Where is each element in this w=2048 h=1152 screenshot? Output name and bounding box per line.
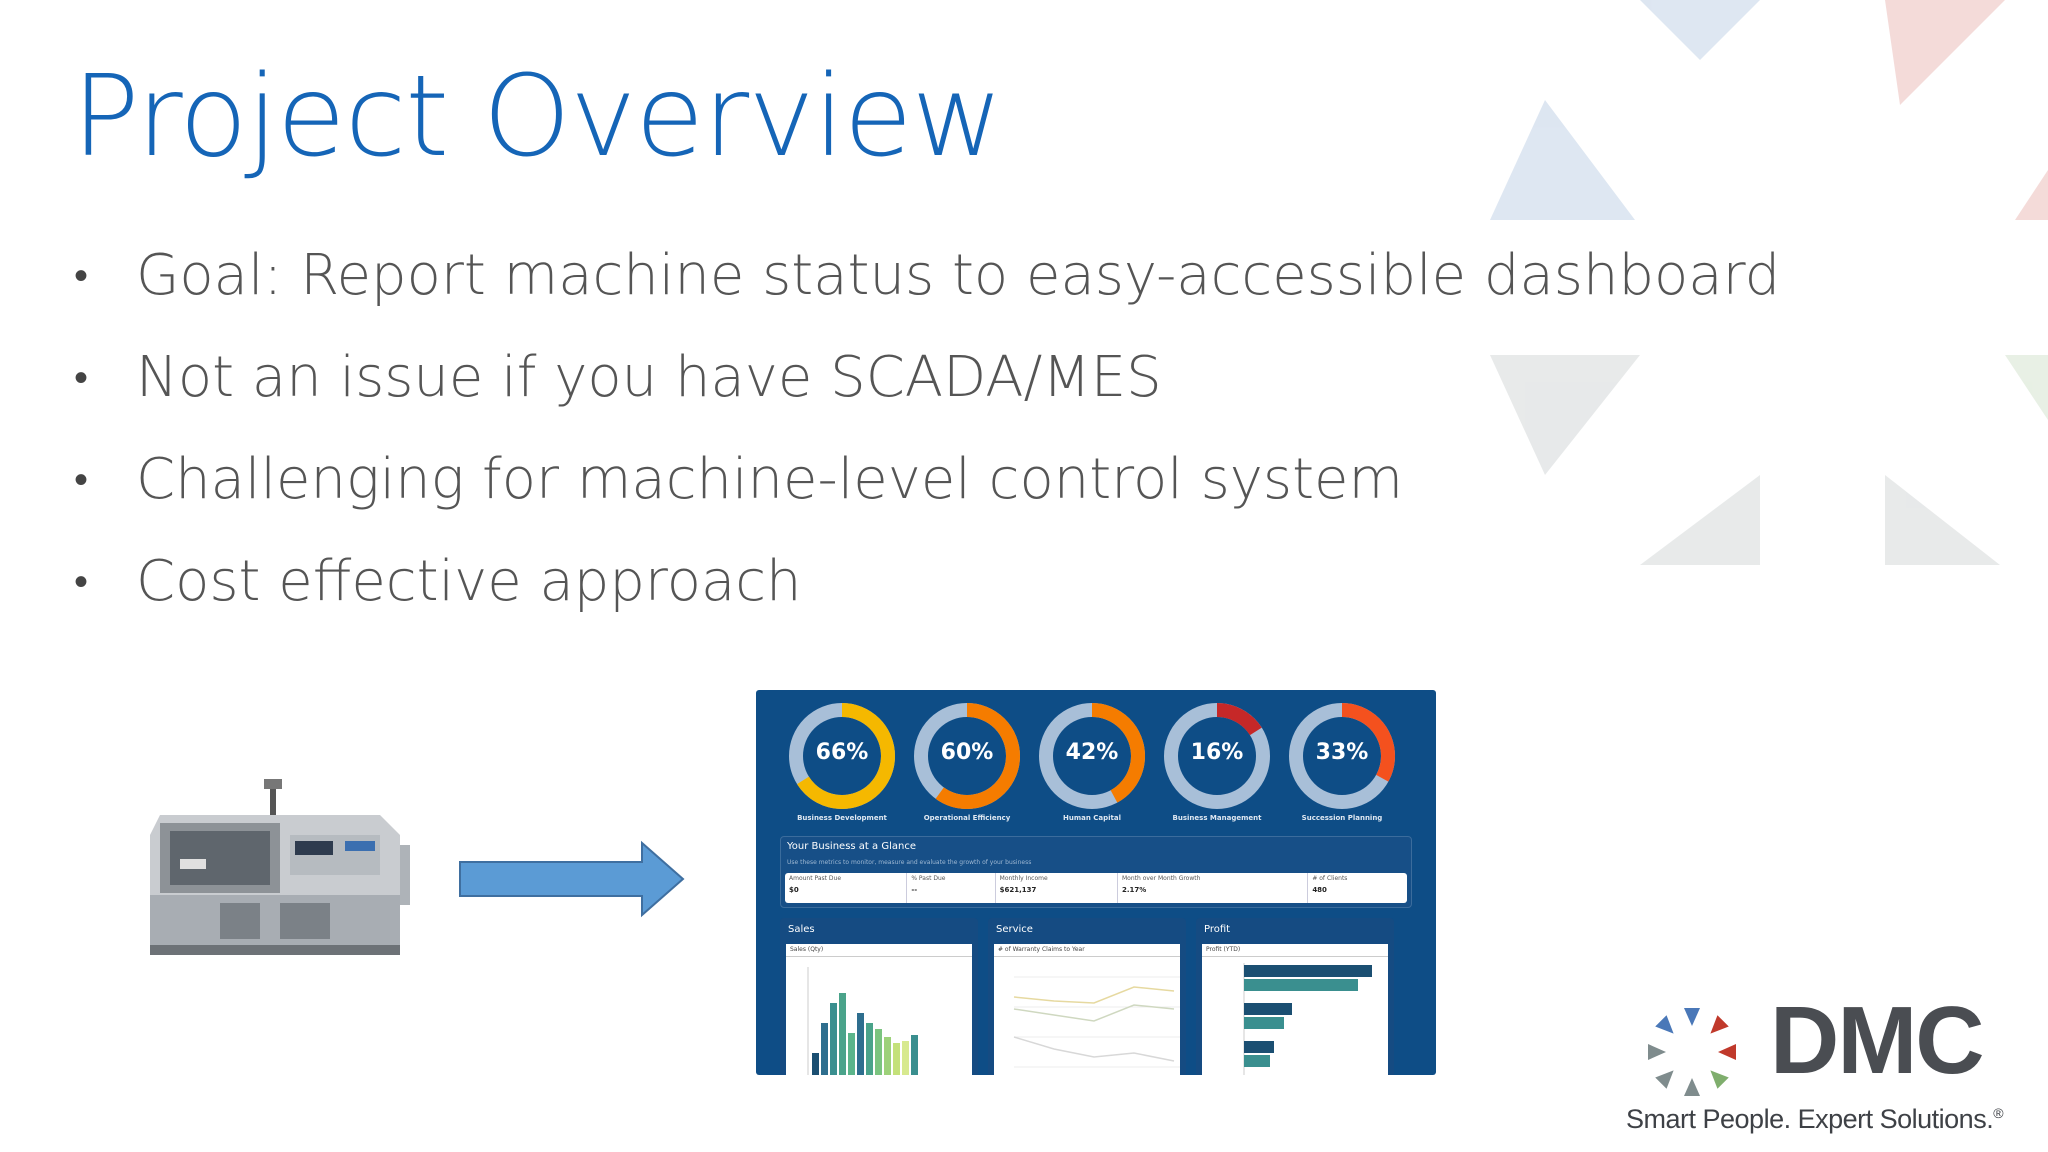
panel-title: Service (996, 924, 1033, 935)
kpi-row: Amount Past Due$0 % Past Due-- Monthly I… (785, 873, 1407, 903)
donut-gauge (1164, 703, 1270, 809)
bullet-text: Cost effective approach (136, 549, 802, 614)
right-arrow-icon (459, 840, 685, 918)
profit-panel: Profit Profit (YTD) (1196, 918, 1394, 1075)
gauge-label: Operational Efficiency (923, 814, 1011, 822)
gauge-percent: 33% (1315, 740, 1369, 765)
bullet-item: • Goal: Report machine status to easy-acc… (72, 240, 1780, 342)
service-line-chart (1013, 976, 1180, 1068)
gauge-percent: 16% (1190, 740, 1244, 765)
bullet-item: • Not an issue if you have SCADA/MES (72, 342, 1780, 444)
panel-title: Sales (788, 924, 815, 935)
gauge: 42% Human Capital (1030, 700, 1154, 822)
kpi: Amount Past Due$0 (785, 873, 908, 903)
gauge-percent: 60% (940, 740, 994, 765)
gauge: 16% Business Management (1155, 700, 1279, 822)
kpi: Monthly Income$621,137 (996, 873, 1118, 903)
panel-title: Profit (1204, 924, 1231, 935)
panel-select: # of Warranty Claims to Year (994, 944, 1180, 957)
bullet-dot: • (74, 457, 89, 503)
gauge-percent: 42% (1065, 740, 1119, 765)
logo-wordmark: DMC (1770, 987, 1985, 1094)
bullet-text: Challenging for machine-level control sy… (136, 447, 1404, 512)
glance-subtitle: Use these metrics to monitor, measure an… (787, 859, 1032, 866)
bullet-text: Goal: Report machine status to easy-acce… (136, 243, 1781, 308)
gauge-label: Succession Planning (1301, 814, 1383, 822)
gauge: 60% Operational Efficiency (905, 700, 1029, 822)
donut-gauge (1039, 703, 1145, 809)
cnc-machine-image (150, 779, 410, 955)
panel-body: Profit (YTD) (1202, 944, 1388, 1075)
panel-select: Profit (YTD) (1202, 944, 1388, 957)
gauge-label: Human Capital (1062, 814, 1122, 822)
panel-body: # of Warranty Claims to Year (994, 944, 1180, 1075)
bullet-text: Not an issue if you have SCADA/MES (136, 345, 1162, 410)
donut-gauge (789, 703, 895, 809)
sales-bar-chart (807, 967, 918, 1075)
slide-title: Project Overview (72, 52, 1003, 182)
dashboard-screenshot: 66% Business Development 60% Operational… (756, 690, 1436, 1075)
business-glance-panel: Your Business at a Glance Use these metr… (780, 836, 1412, 908)
bullet-item: • Challenging for machine-level control s… (72, 444, 1780, 546)
profit-bar-chart (1243, 963, 1372, 1075)
gauge-percent: 66% (815, 740, 869, 765)
gauge-label: Business Development (797, 814, 887, 822)
bullet-item: • Cost effective approach (72, 546, 1780, 648)
donut-gauge (1289, 703, 1395, 809)
logo-tagline: Smart People. Expert Solutions.® (1626, 1104, 2004, 1134)
sales-panel: Sales Sales (Qty) (780, 918, 978, 1075)
kpi: % Past Due-- (907, 873, 996, 903)
bullet-dot: • (74, 253, 89, 299)
gauge: 33% Succession Planning (1280, 700, 1404, 822)
service-panel: Service # of Warranty Claims to Year (988, 918, 1186, 1075)
dmc-logo (1648, 1008, 1736, 1096)
gauge-label: Business Management (1172, 814, 1262, 822)
bullet-dot: • (74, 559, 89, 605)
donut-gauge (914, 703, 1020, 809)
bullet-list: • Goal: Report machine status to easy-acc… (72, 240, 1780, 648)
panel-body: Sales (Qty) (786, 944, 972, 1075)
bullet-dot: • (74, 355, 89, 401)
glance-title: Your Business at a Glance (787, 841, 916, 852)
panel-select: Sales (Qty) (786, 944, 972, 957)
gauge: 66% Business Development (780, 700, 904, 822)
